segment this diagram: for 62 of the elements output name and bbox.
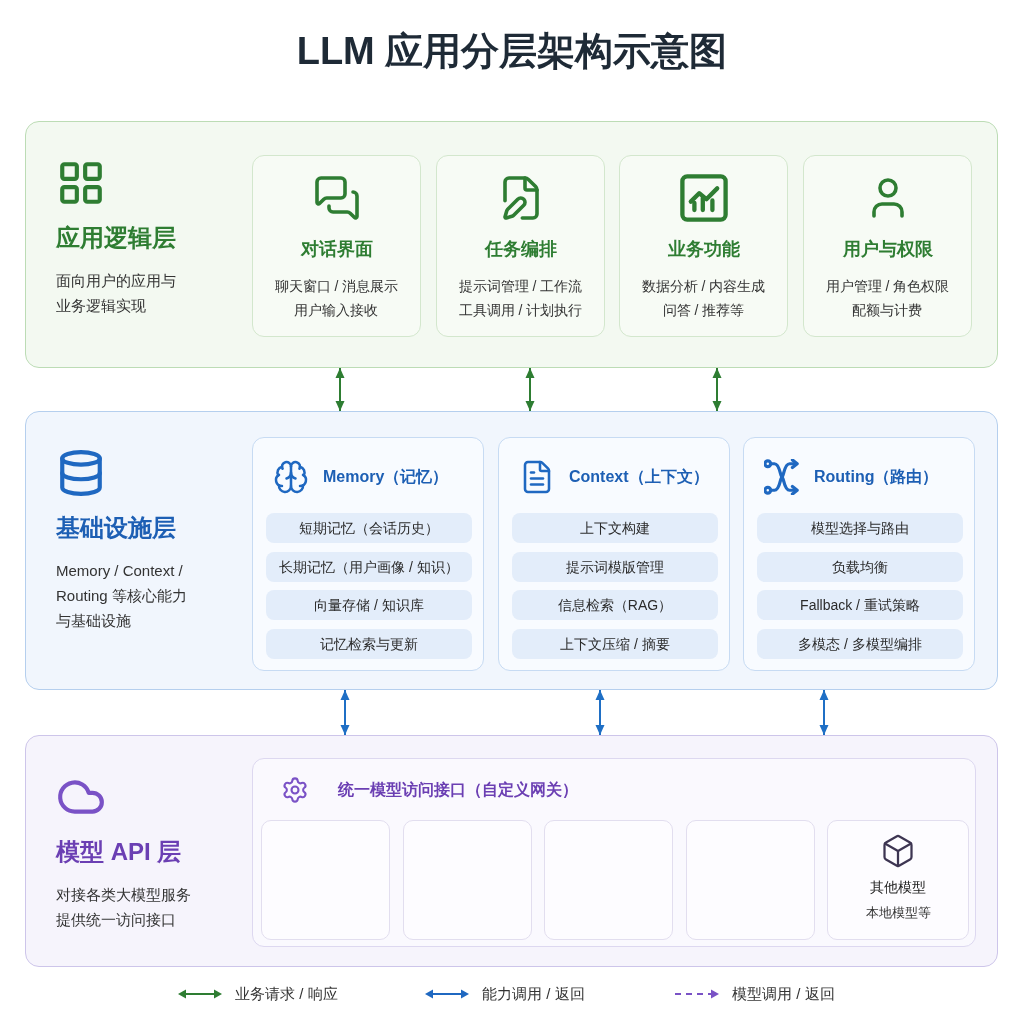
capability-item: 长期记忆（用户画像 / 知识） <box>266 552 472 582</box>
layer-panel <box>25 411 998 690</box>
capability-item: 上下文构建 <box>512 513 718 543</box>
diagram-title: LLM 应用分层架构示意图 <box>296 29 728 74</box>
double-headed-arrow <box>819 689 829 736</box>
module-card <box>498 437 730 671</box>
gateway-panel <box>252 758 976 947</box>
double-headed-arrow <box>335 367 345 412</box>
capability-item: Fallback / 重试策略 <box>757 590 963 620</box>
card-title: 业务功能 <box>667 238 740 261</box>
feature-card <box>619 155 788 337</box>
feature-text: 用户管理 / 角色权限 <box>825 277 950 296</box>
gateway-title: 统一模型访问接口（自定义网关） <box>338 780 578 800</box>
double-headed-arrow <box>340 689 350 736</box>
feature-text: 工具调用 / 计划执行 <box>458 301 583 320</box>
legend-label: 能力调用 / 返回 <box>482 984 585 1004</box>
layer-description: 对接各类大模型服务提供统一访问接口 <box>56 885 192 930</box>
feature-card <box>803 155 972 337</box>
capability-item: 多模态 / 多模型编排 <box>757 629 963 659</box>
capability-item: 记忆检索与更新 <box>266 629 472 659</box>
model-description: 本地模型等 <box>865 904 931 922</box>
card-title: 任务编排 <box>484 238 557 261</box>
legend-label: 业务请求 / 响应 <box>235 984 338 1004</box>
legend-label: 模型调用 / 返回 <box>732 984 835 1004</box>
layer-title: 基础设施层 <box>56 513 176 543</box>
card-title: 对话界面 <box>300 238 373 261</box>
layer-description: Memory / Context / Routing 等核心能力与基础设施 <box>56 561 188 631</box>
capability-item: 向量存储 / 知识库 <box>266 590 472 620</box>
feature-text: 用户输入接收 <box>294 301 379 320</box>
module-title: Routing（路由） <box>814 467 939 487</box>
feature-text: 提示词管理 / 工作流 <box>458 277 583 296</box>
double-headed-arrow <box>525 367 535 412</box>
capability-item: 信息检索（RAG） <box>512 590 718 620</box>
model-card <box>686 820 815 940</box>
double-headed-arrow <box>595 689 605 736</box>
module-title: Context（上下文） <box>569 467 709 487</box>
layer-panel <box>25 121 998 368</box>
model-card <box>261 820 390 940</box>
model-card <box>544 820 673 940</box>
module-card <box>743 437 975 671</box>
feature-text: 数据分析 / 内容生成 <box>641 277 766 296</box>
model-card <box>403 820 532 940</box>
feature-card <box>252 155 421 337</box>
module-card <box>252 437 484 671</box>
model-card <box>827 820 969 940</box>
feature-text: 聊天窗口 / 消息展示 <box>274 277 399 296</box>
feature-card <box>436 155 605 337</box>
capability-item: 负载均衡 <box>757 552 963 582</box>
capability-item: 提示词模版管理 <box>512 552 718 582</box>
capability-item: 短期记忆（会话历史） <box>266 513 472 543</box>
model-name: 其他模型 <box>870 878 926 897</box>
module-title: Memory（记忆） <box>323 467 449 487</box>
capability-item: 模型选择与路由 <box>757 513 963 543</box>
capability-item: 上下文压缩 / 摘要 <box>512 629 718 659</box>
card-title: 用户与权限 <box>842 238 933 261</box>
layer-panel <box>25 735 998 967</box>
feature-text: 配额与计费 <box>852 301 923 320</box>
layer-title: 模型 API 层 <box>56 837 182 867</box>
feature-text: 问答 / 推荐等 <box>662 301 745 320</box>
double-headed-arrow <box>712 367 722 412</box>
layer-title: 应用逻辑层 <box>56 223 176 253</box>
layer-description: 面向用户的应用与业务逻辑实现 <box>56 271 177 316</box>
